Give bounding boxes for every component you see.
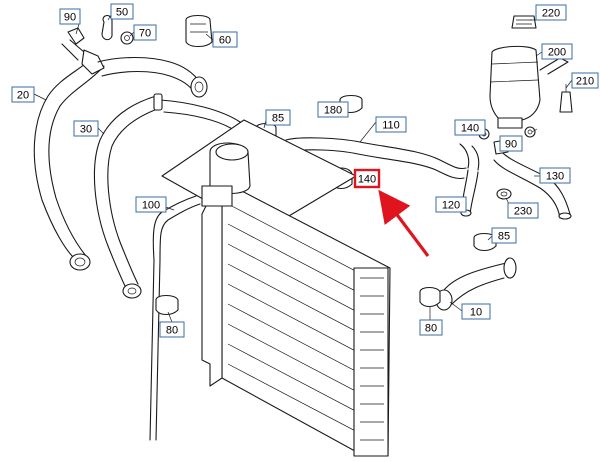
callout-210[interactable]: 210: [571, 72, 599, 89]
clip-90-top: [67, 27, 85, 45]
callout-label: 50: [116, 7, 128, 19]
callout-label: 10: [470, 307, 482, 319]
sensor-210: [559, 84, 573, 113]
callout-label: 110: [382, 120, 400, 132]
callout-230[interactable]: 230: [507, 202, 539, 219]
callout-85-right[interactable]: 85: [491, 227, 517, 244]
callout-label: 140: [461, 123, 479, 135]
callout-90-top[interactable]: 90: [59, 8, 81, 25]
pipe-100: [149, 195, 201, 441]
callout-label: 90: [505, 139, 517, 151]
callout-140-right[interactable]: 140: [454, 119, 486, 136]
callout-label: 220: [542, 8, 560, 20]
clamp-140-right-b: [524, 126, 536, 138]
upper-hose: [97, 57, 208, 98]
callout-label: 85: [272, 113, 284, 125]
callout-80-left[interactable]: 80: [159, 321, 185, 338]
seal-70: [120, 31, 134, 45]
highlight-arrow: [378, 189, 430, 257]
clamp-80-right: [419, 286, 441, 308]
callout-20[interactable]: 20: [11, 86, 35, 103]
callout-220[interactable]: 220: [535, 4, 567, 21]
callout-label: 30: [80, 124, 92, 136]
callout-label: 20: [17, 90, 29, 102]
clamp-80-left: [155, 294, 179, 316]
callout-85-top[interactable]: 85: [265, 109, 291, 126]
clamp-60: [185, 14, 213, 48]
grommet-230: [496, 188, 512, 200]
callout-180[interactable]: 180: [317, 101, 349, 118]
hose-20: [33, 39, 105, 271]
callout-label: 100: [142, 200, 160, 212]
callout-label: 130: [546, 171, 564, 183]
callout-120[interactable]: 120: [435, 196, 467, 213]
callout-100[interactable]: 100: [135, 196, 167, 213]
callout-label: 80: [425, 323, 437, 335]
expansion-tank-200: [489, 45, 569, 129]
callout-label: 200: [548, 47, 566, 59]
clip-50: [101, 14, 113, 41]
callout-50[interactable]: 50: [110, 3, 134, 20]
callout-label: 90: [64, 12, 76, 24]
callout-60[interactable]: 60: [212, 31, 238, 48]
callout-label: 70: [139, 28, 151, 40]
callout-30[interactable]: 30: [73, 120, 99, 137]
callout-label: 140: [358, 174, 376, 186]
callout-label: 60: [219, 35, 231, 47]
callout-label: 210: [576, 76, 594, 88]
callout-200[interactable]: 200: [541, 43, 573, 60]
radiator-core: [161, 119, 391, 457]
callout-10[interactable]: 10: [461, 303, 491, 320]
callout-70[interactable]: 70: [133, 24, 157, 41]
callout-label: 230: [514, 206, 532, 218]
callout-label: 120: [442, 200, 460, 212]
radiator-tank-top: [201, 142, 251, 207]
cap-220: [511, 15, 537, 29]
callout-label: 180: [324, 105, 342, 117]
callout-label: 80: [166, 325, 178, 337]
callout-140-highlighted[interactable]: 140: [353, 168, 381, 189]
callout-130[interactable]: 130: [539, 167, 571, 184]
callout-90-right[interactable]: 90: [499, 135, 523, 152]
callout-110[interactable]: 110: [375, 116, 407, 133]
callout-80-right[interactable]: 80: [419, 319, 443, 336]
hose-10: [435, 257, 517, 311]
callout-label: 85: [498, 231, 510, 243]
